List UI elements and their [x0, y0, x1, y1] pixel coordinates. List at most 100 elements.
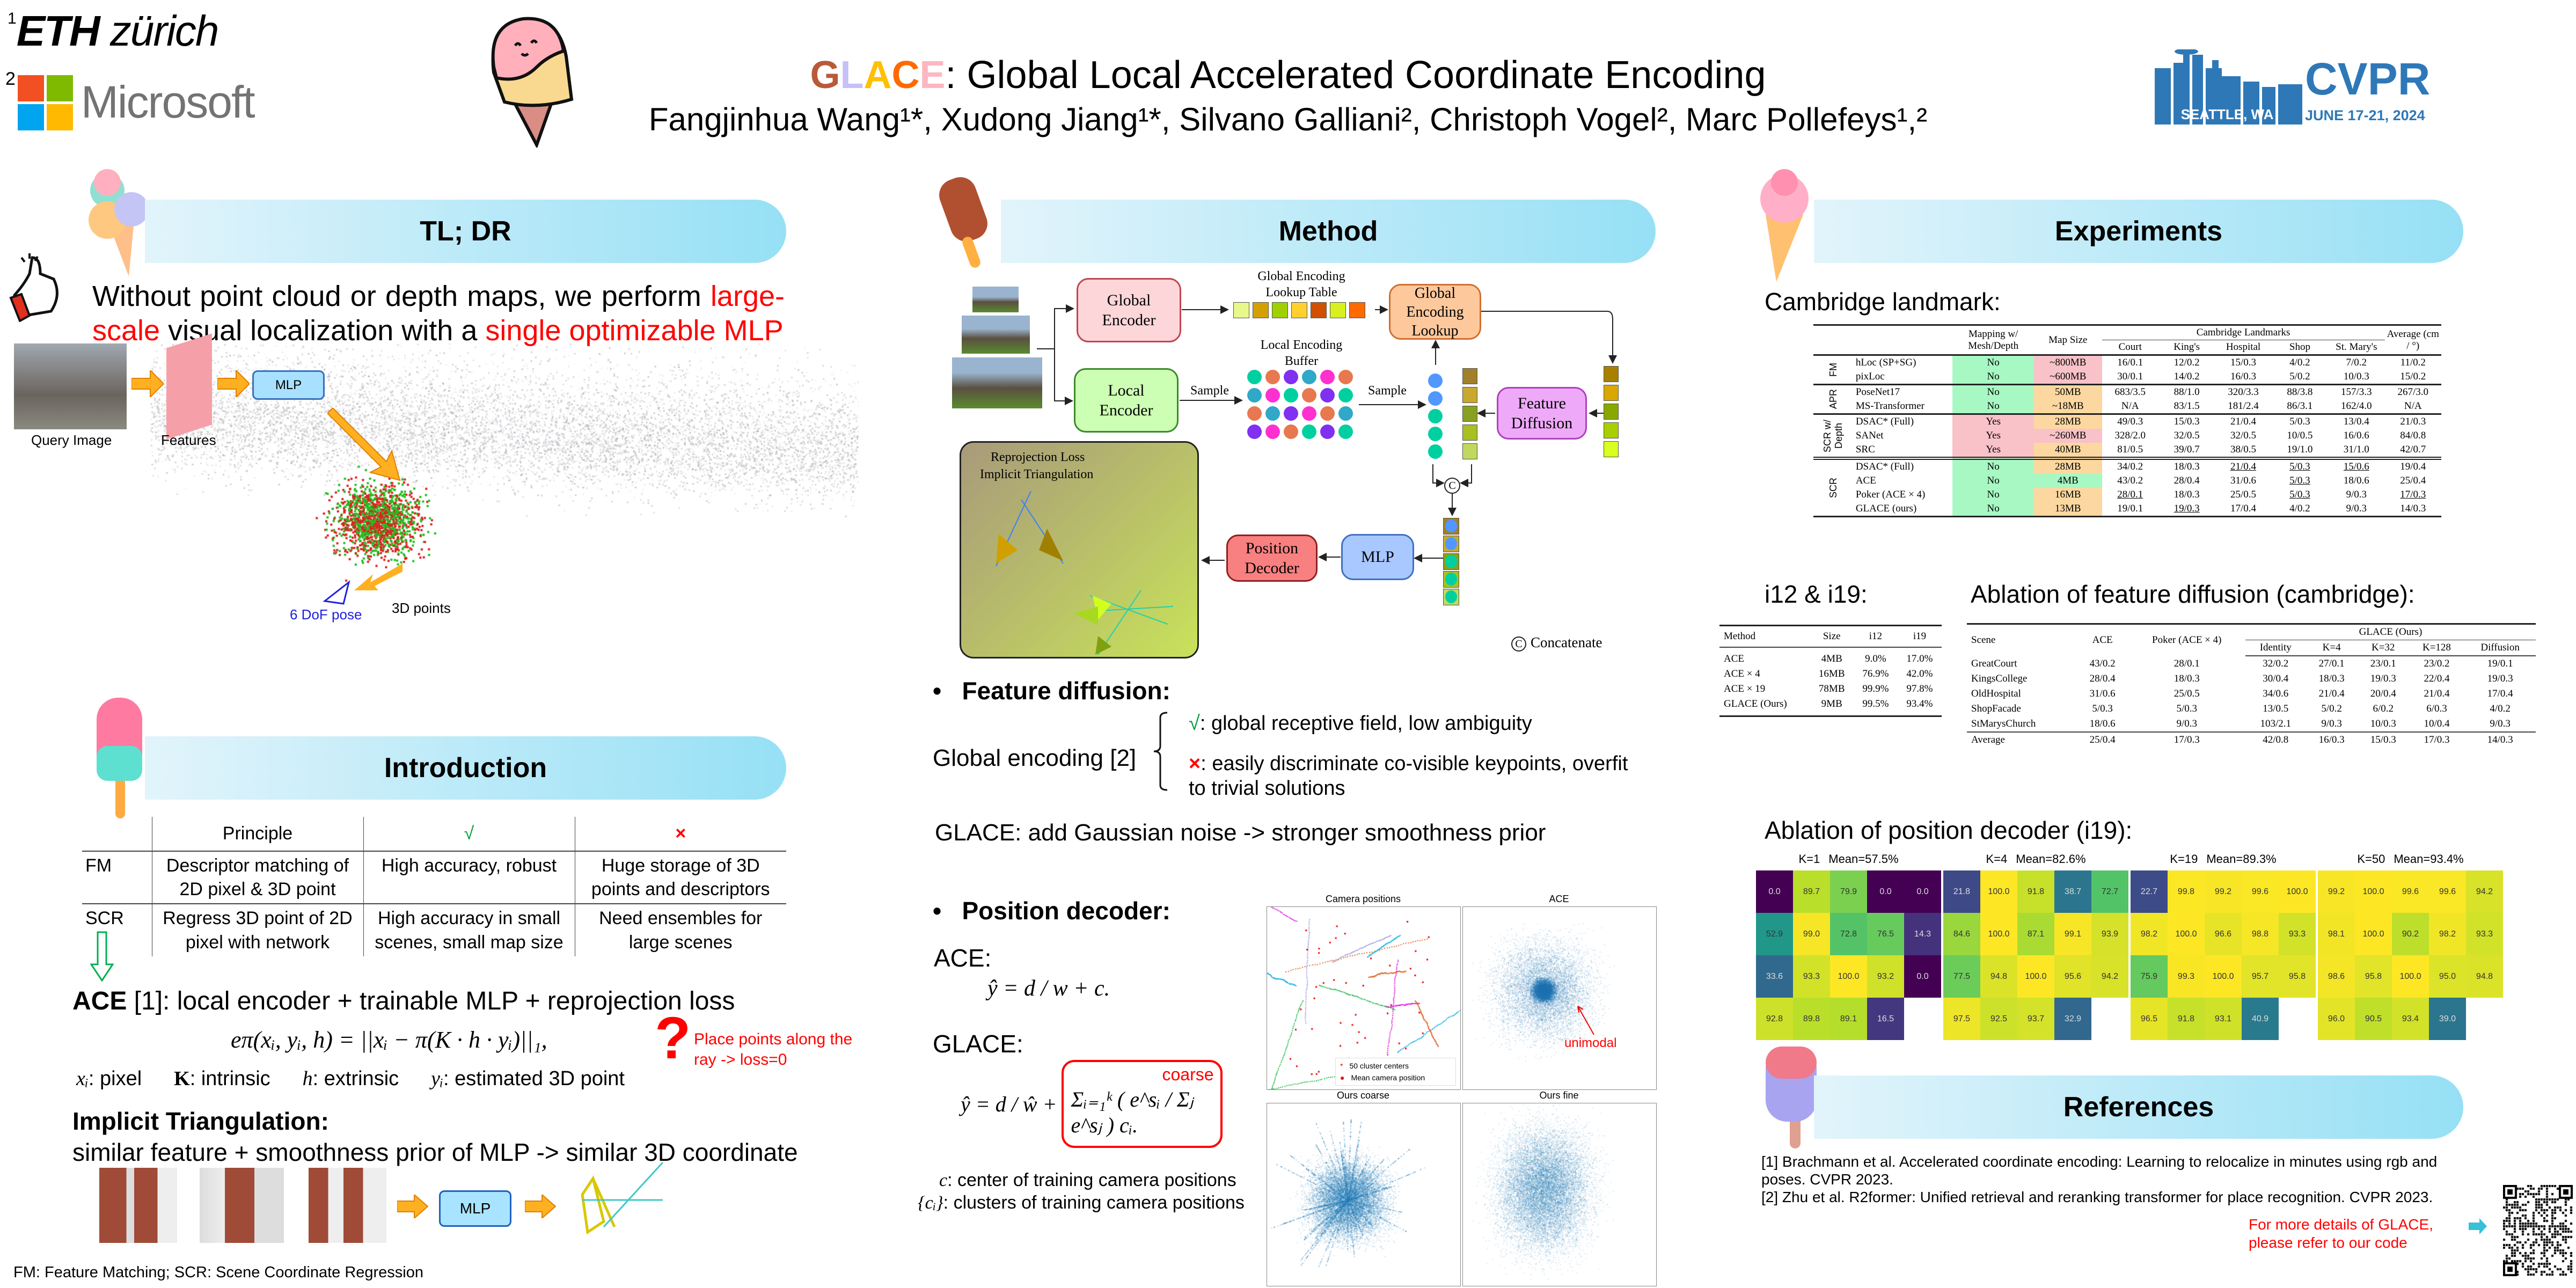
table-cell: GreatCourt [1971, 657, 2017, 669]
heatmap-cell: 79.9 [1830, 870, 1867, 913]
mapping-cell: No [1952, 488, 2035, 502]
qr-code[interactable] [2503, 1185, 2573, 1276]
heatmap-value: 100.0 [1988, 929, 2010, 939]
table-cell: 18/0.6 [2089, 718, 2116, 729]
global-encoding-lookup-box: Global Encoding Lookup [1389, 284, 1481, 340]
title-letter: C [891, 54, 920, 97]
table-cell: 181/2.4 [2228, 400, 2259, 412]
heatmap-cell: 95.7 [2242, 955, 2279, 998]
table-header: K=4 [2306, 640, 2358, 656]
heatmap-value: 92.5 [1990, 1014, 2008, 1023]
table-cell: 42/0.7 [2400, 444, 2426, 455]
table-cell: 99.9% [1862, 683, 1889, 694]
buffer-feature-dot [1302, 425, 1316, 439]
heatmap-cell: 96.5 [2131, 998, 2168, 1040]
table-cell: 19/1.0 [2287, 444, 2313, 455]
table-header: Method [1719, 625, 1810, 648]
table-header [1813, 340, 1854, 355]
heatmap-value: 79.9 [1840, 887, 1857, 896]
heatmap-cell: 99.2 [2318, 870, 2355, 913]
heatmap-cell: 99.3 [2168, 955, 2205, 998]
mapping-cell: No [1952, 457, 2035, 474]
concat-feature [1443, 553, 1459, 570]
heatmap-value: 100.0 [2362, 887, 2384, 896]
table-header: Size [1810, 625, 1854, 648]
table-cell: 28/0.4 [2089, 673, 2116, 684]
buffer-feature-dot [1284, 370, 1298, 384]
heatmap-value: 99.0 [1803, 929, 1820, 939]
table-cell: 5/0.3 [2176, 703, 2198, 714]
method-name: MS-Transformer [1855, 400, 1924, 412]
features-label: Features [161, 432, 216, 448]
table-cell: 5/0.2 [2321, 703, 2342, 714]
heatmap-cell: 0.0 [1904, 870, 1941, 913]
camera-pose-icon [323, 580, 350, 605]
input-image [962, 316, 1030, 354]
c-desc: : center of training camera positions [947, 1170, 1236, 1190]
heatmap-value: 89.7 [1803, 887, 1820, 896]
method-name: pixLoc [1855, 371, 1885, 382]
table-header: i12 [1853, 625, 1898, 648]
heatmap-cell: 100.0 [2392, 955, 2429, 998]
legend-text: : estimated 3D point [443, 1067, 625, 1090]
table-cell: 88/3.8 [2271, 384, 2329, 399]
heatmap-value: 89.1 [1840, 1014, 1857, 1023]
table-cell: 27/0.1 [2318, 658, 2345, 669]
method-name: SRC [1855, 444, 1875, 455]
heatmap-cell: 33.6 [1756, 955, 1793, 998]
eth-logo: 1 ETH zürich [8, 10, 219, 53]
diffused-feature [1462, 387, 1477, 403]
triangulation-rays-icon [996, 491, 1174, 655]
cambridge-title: Cambridge landmark: [1765, 288, 2001, 316]
heatmap-mean-label: Mean=82.6% [2016, 852, 2086, 866]
heatmap-k-label: K=4 [1986, 852, 2008, 866]
table-cell: 32/0.5 [2230, 430, 2257, 441]
buffer-feature-dot [1247, 388, 1262, 402]
title-letter: A [863, 54, 892, 97]
table-cell: 97.8% [1906, 683, 1933, 694]
table-cell: 22/0.4 [2424, 673, 2450, 684]
con-text: : easily discriminate co-visible keypoin… [1189, 752, 1628, 800]
ice-cream-mascot-icon [491, 17, 574, 148]
glace-label: GLACE: [933, 1030, 1023, 1058]
heatmap-k-label: K=1 [1798, 852, 1820, 866]
sampled-feature-dot [1428, 444, 1443, 459]
tldr-highlight-large-scale: large-scale [92, 280, 785, 347]
global-encoder-box: Global Encoder [1077, 278, 1181, 342]
arrow-down-right-icon [327, 408, 401, 481]
table-cell: 7/0.2 [2328, 354, 2385, 370]
table-cell: Regress 3D point of 2D pixel with networ… [151, 903, 363, 956]
heatmap-value: 91.8 [2177, 1014, 2195, 1023]
table-cell: 6/0.3 [2426, 703, 2447, 714]
cross-icon: × [1189, 752, 1201, 775]
table-cell: 17/0.3 [2400, 489, 2426, 500]
heatmap-value: 95.8 [2365, 971, 2382, 981]
table-cell: 32/0.2 [2263, 658, 2289, 669]
buffer-feature-dot [1302, 370, 1316, 384]
table-cell: 17/0.4 [2230, 503, 2257, 514]
global-encoding-pro: √: global receptive field, low ambiguity [1189, 712, 1532, 735]
heatmap-value: 100.0 [2399, 971, 2421, 981]
tldr-text-a: Without point cloud or depth maps, we pe… [92, 280, 711, 312]
microsoft-logo: 2 Microsoft [5, 69, 255, 131]
table-header: Scene [1971, 634, 1996, 646]
table-cell: 19/0.3 [2370, 673, 2396, 684]
method-diagram: Global Encoder Local Encoder Global Enco… [950, 252, 1653, 660]
heatmap-cell: 91.8 [2168, 998, 2205, 1040]
ace-text: [1]: local encoder + trainable MLP + rep… [127, 987, 735, 1015]
table-cell: KingsCollege [1971, 673, 2028, 684]
method-group-label: FM [1813, 354, 1854, 385]
arrow-right-icon [2469, 1218, 2487, 1234]
table-header-group: Cambridge Landmarks [2102, 325, 2385, 340]
map-size-cell: 40MB [2034, 443, 2102, 458]
legend-item: *50 cluster centers [1340, 1062, 1409, 1070]
